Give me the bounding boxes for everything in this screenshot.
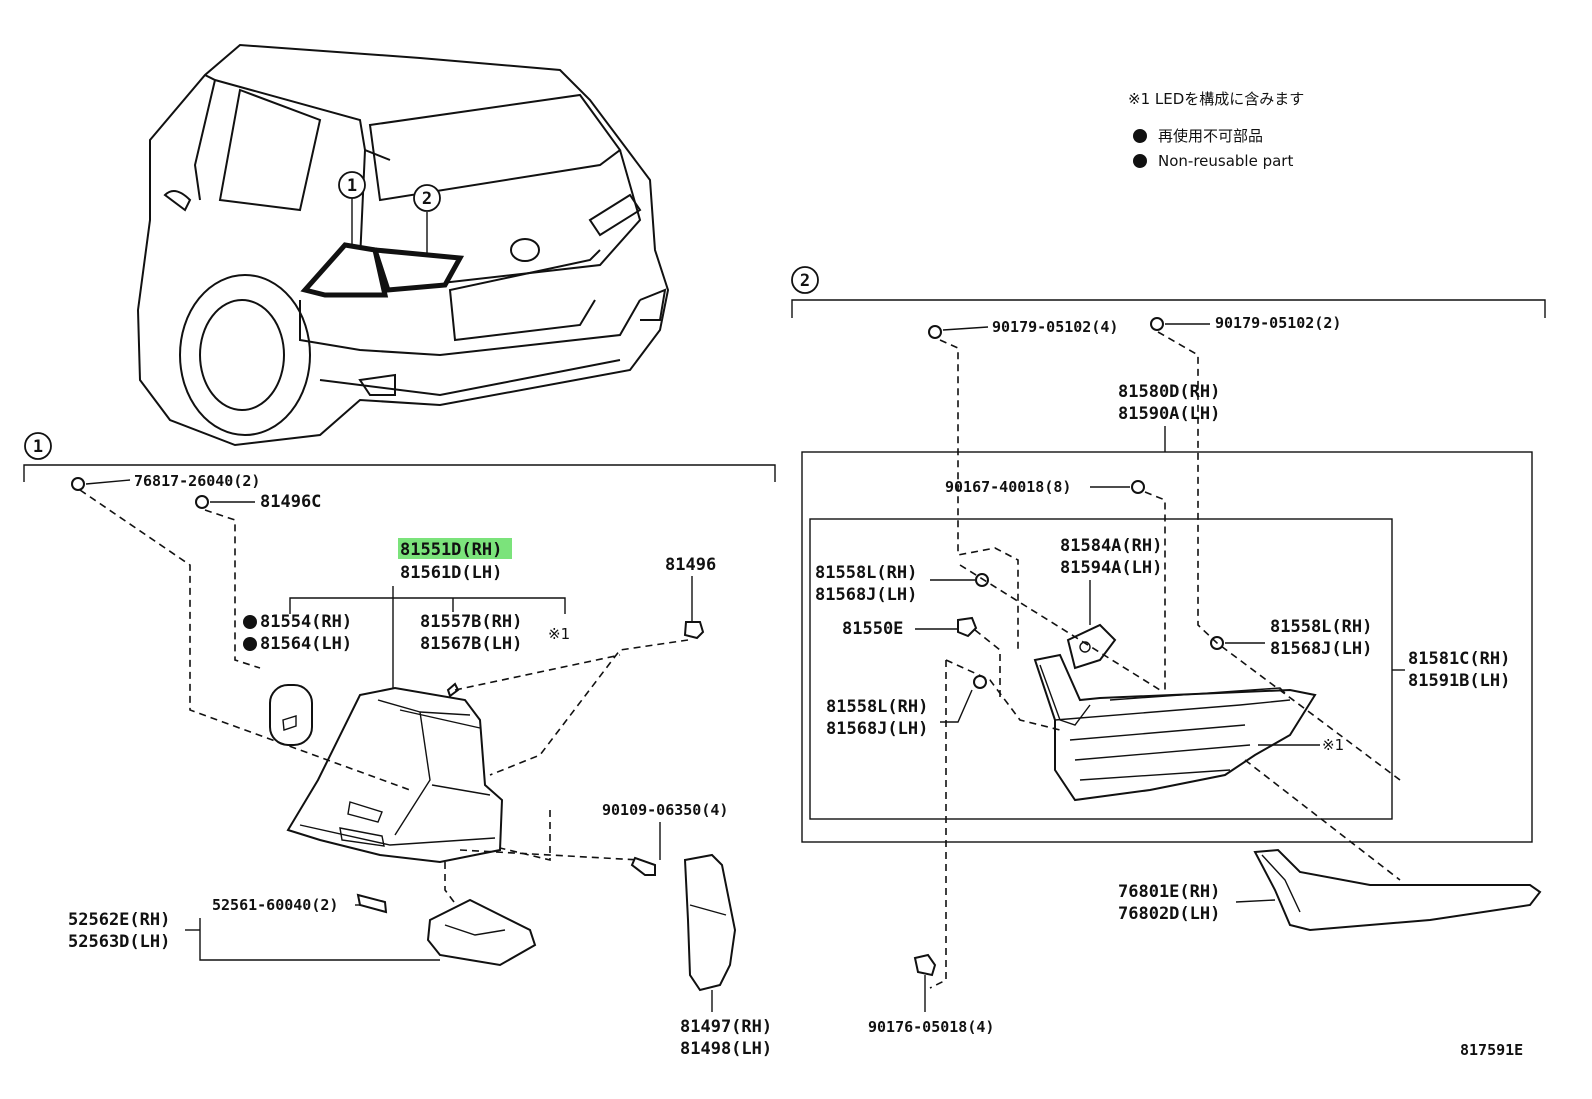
part-label-90179-b: 90179-05102(2) xyxy=(1215,314,1341,332)
part-label-81558L-c: 81558L(RH) xyxy=(1270,617,1372,637)
legend-non-reusable-en: Non-reusable part xyxy=(1158,152,1293,170)
non-reusable-bullet-icon xyxy=(1133,129,1147,143)
part-label-81557B: 81557B(RH) xyxy=(420,612,522,632)
part-label-81558L-a: 81558L(RH) xyxy=(815,563,917,583)
part-label-81558L-b: 81558L(RH) xyxy=(826,697,928,717)
part-label-81496: 81496 xyxy=(665,555,716,575)
packing-81584A xyxy=(1066,623,1117,670)
callout-marker-2: 2 xyxy=(413,184,441,212)
inner-lamp-81581C xyxy=(1033,653,1317,802)
bracket-52562E xyxy=(426,898,537,967)
part-label-81581C: 81581C(RH) xyxy=(1408,649,1510,669)
part-label-81584A: 81584A(RH) xyxy=(1060,536,1162,556)
section-2-group: 2 90179-05102(4) 90179-05102(2) 81580D(R… xyxy=(791,266,1546,1036)
part-label-81564: 81564(LH) xyxy=(260,634,352,654)
part-label-90167: 90167-40018(8) xyxy=(945,478,1071,496)
section-2-marker: 2 xyxy=(800,271,810,291)
part-label-81554: 81554(RH) xyxy=(260,612,352,632)
highlight-81551D xyxy=(398,538,512,559)
part-label-81550E: 81550E xyxy=(842,619,903,639)
non-reusable-bullet-icon xyxy=(1133,154,1147,168)
part-label-52561: 52561-60040(2) xyxy=(212,896,338,914)
part-label-81496C: 81496C xyxy=(260,492,321,512)
garnish-76801E xyxy=(1253,848,1542,932)
part-label-81580D: 81580D(RH) xyxy=(1118,382,1220,402)
part-label-90179-a: 90179-05102(4) xyxy=(992,318,1118,336)
callout-marker-1: 1 xyxy=(338,171,366,199)
part-label-76801E: 76801E(RH) xyxy=(1118,882,1220,902)
legend-led-note: ※1 LEDを構成に含みます xyxy=(1128,90,1304,108)
assembly-box-81580D xyxy=(801,451,1533,843)
part-label-81551D: 81551D(RH) xyxy=(400,540,502,560)
non-reusable-bullet-icon xyxy=(243,637,257,651)
part-label-81568J-c: 81568J(LH) xyxy=(1270,639,1372,659)
part-label-81497: 81497(RH) xyxy=(680,1017,772,1037)
part-label-52562E: 52562E(RH) xyxy=(68,910,170,930)
part-label-81568J-b: 81568J(LH) xyxy=(826,719,928,739)
gasket-81554 xyxy=(269,684,313,746)
note-1-marker: ※1 xyxy=(548,625,570,643)
part-label-52563D: 52563D(LH) xyxy=(68,932,170,952)
part-label-81591B: 81591B(LH) xyxy=(1408,671,1510,691)
part-label-81594A: 81594A(LH) xyxy=(1060,558,1162,578)
legend-non-reusable-ja: 再使用不可部品 xyxy=(1158,127,1263,145)
protector-81497 xyxy=(683,853,737,992)
note-1-marker: ※1 xyxy=(1322,736,1344,754)
part-label-81498: 81498(LH) xyxy=(680,1039,772,1059)
section-1-marker: 1 xyxy=(33,437,43,457)
non-reusable-bullet-icon xyxy=(243,615,257,629)
part-label-81561D: 81561D(LH) xyxy=(400,563,502,583)
legend: ※1 LEDを構成に含みます 再使用不可部品 Non-reusable part xyxy=(1128,90,1304,170)
tail-lamp-81551D xyxy=(286,686,504,864)
section-1-group: 1 76817-26040(2) 81496C 81551D(RH) 81561… xyxy=(23,432,776,1059)
assembly-box-81581C xyxy=(809,518,1393,820)
svg-text:1: 1 xyxy=(347,176,357,196)
diagram-id: 817591E xyxy=(1460,1041,1523,1059)
part-label-81567B: 81567B(LH) xyxy=(420,634,522,654)
part-label-81590A: 81590A(LH) xyxy=(1118,404,1220,424)
part-label-90176: 90176-05018(4) xyxy=(868,1018,994,1036)
part-label-81568J-a: 81568J(LH) xyxy=(815,585,917,605)
part-label-76817: 76817-26040(2) xyxy=(134,472,260,490)
svg-text:2: 2 xyxy=(422,189,432,209)
part-label-76802D: 76802D(LH) xyxy=(1118,904,1220,924)
vehicle-illustration xyxy=(136,43,670,447)
part-label-90109: 90109-06350(4) xyxy=(602,801,728,819)
